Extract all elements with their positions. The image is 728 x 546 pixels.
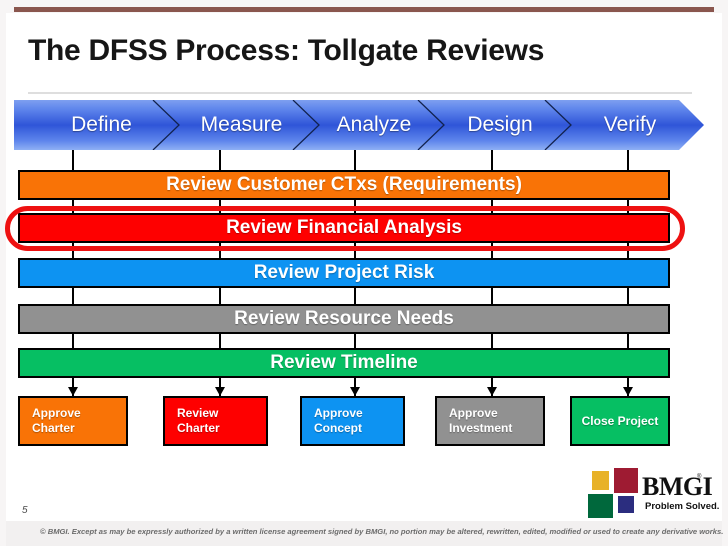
gate-label-line1: Approve xyxy=(314,406,363,420)
gate-arrow-icon xyxy=(623,378,633,396)
phase-chevron-measure[interactable]: Measure xyxy=(154,100,319,150)
logo-square-red-icon xyxy=(614,468,638,493)
gate-box-review-charter[interactable]: Review Charter xyxy=(163,396,268,446)
bmgi-logo: BMGI ® Problem Solved. xyxy=(588,468,719,518)
title-divider xyxy=(28,92,692,94)
gate-box-approve-investment[interactable]: Approve Investment xyxy=(435,396,545,446)
review-bar-label: Review Project Risk xyxy=(253,262,435,283)
gate-box-close-project[interactable]: Close Project xyxy=(570,396,670,446)
logo-square-gold-icon xyxy=(592,471,609,490)
logo-trademark-icon: ® xyxy=(697,474,702,480)
phase-label-define: Define xyxy=(71,113,132,136)
gate-arrow-icon xyxy=(215,378,225,396)
gate-arrow-icon xyxy=(487,378,497,396)
logo-tagline: Problem Solved. xyxy=(645,501,720,512)
phase-label-verify: Verify xyxy=(603,113,657,136)
logo-square-green-icon xyxy=(588,494,613,518)
footer-band xyxy=(6,521,722,546)
review-bar-label: Review Timeline xyxy=(270,352,418,373)
gate-label-line2: Investment xyxy=(449,421,513,435)
logo-square-navy-icon xyxy=(618,496,634,513)
phase-chevron-define[interactable]: Define xyxy=(14,100,179,150)
gate-label-line1: Approve xyxy=(449,406,498,420)
gate-arrow-icon xyxy=(350,378,360,396)
dfss-phase-chevrons: Define Measure Analyze Design Verify xyxy=(14,100,704,150)
review-bar-project-risk[interactable]: Review Project Risk xyxy=(18,258,670,288)
phase-label-analyze: Analyze xyxy=(336,113,412,136)
page-number: 5 xyxy=(22,505,28,516)
gate-label-line2: Charter xyxy=(32,421,75,435)
top-accent-rule xyxy=(14,7,714,12)
gate-label-line1: Review xyxy=(177,406,219,420)
gate-label-line1: Close Project xyxy=(581,413,659,428)
phase-label-design: Design xyxy=(467,113,533,136)
review-bar-label: Review Customer CTxs (Requirements) xyxy=(166,174,522,195)
copyright-notice: © BMGI. Except as may be expressly autho… xyxy=(40,527,724,536)
review-bar-timeline[interactable]: Review Timeline xyxy=(18,348,670,378)
page-title: The DFSS Process: Tollgate Reviews xyxy=(28,34,545,67)
gate-label-line2: Concept xyxy=(314,421,362,435)
review-bar-customer-ctxs[interactable]: Review Customer CTxs (Requirements) xyxy=(18,170,670,200)
gate-label-line2: Charter xyxy=(177,421,220,435)
gate-label-line1: Approve xyxy=(32,406,81,420)
phase-chevron-verify[interactable]: Verify xyxy=(546,100,704,150)
gate-box-approve-concept[interactable]: Approve Concept xyxy=(300,396,405,446)
review-bar-label: Review Financial Analysis xyxy=(226,217,462,238)
review-bar-label: Review Resource Needs xyxy=(234,308,454,329)
phase-label-measure: Measure xyxy=(200,113,283,136)
logo-wordmark: BMGI xyxy=(642,472,713,501)
review-bar-financial-analysis[interactable]: Review Financial Analysis xyxy=(18,213,670,243)
review-bar-resource-needs[interactable]: Review Resource Needs xyxy=(18,304,670,334)
gate-arrow-icon xyxy=(68,378,78,396)
gate-box-approve-charter[interactable]: Approve Charter xyxy=(18,396,128,446)
